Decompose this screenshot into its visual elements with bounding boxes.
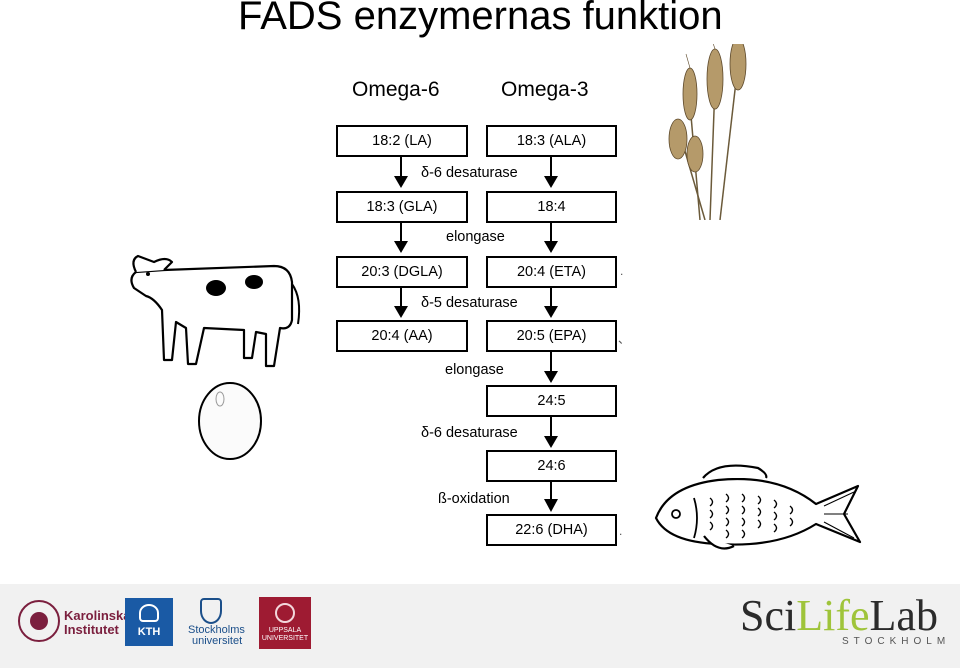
box-24-6: 24:6 — [486, 450, 617, 482]
scilifelab-logo: SciLifeLab — [740, 590, 938, 641]
svg-text:、: 、 — [618, 332, 630, 346]
svg-text:.: . — [619, 524, 622, 538]
side-strip — [840, 44, 960, 584]
egg-icon — [198, 382, 262, 460]
cow-icon — [130, 254, 301, 368]
scilifelab-lab: Lab — [869, 591, 938, 640]
box-eta: 20:4 (ETA) — [486, 256, 617, 288]
kth-logo: KTH — [125, 598, 173, 646]
kth-logo-text: KTH — [137, 626, 161, 638]
box-18-4: 18:4 — [486, 191, 617, 223]
stockholm-logo-line1: Stockholms — [188, 624, 245, 636]
box-aa: 20:4 (AA) — [336, 320, 468, 352]
enzyme-elongase: elongase — [446, 229, 505, 245]
wheat-icon — [668, 44, 747, 220]
box-gla: 18:3 (GLA) — [336, 191, 468, 223]
enzyme-d5-desaturase: δ-5 desaturase — [421, 295, 518, 311]
box-24-5: 24:5 — [486, 385, 617, 417]
enzyme-d6-desaturase: δ-6 desaturase — [421, 165, 518, 181]
slide-title: FADS enzymernas funktion — [238, 0, 723, 38]
uppsala-logo-line1: UPPSALA — [268, 627, 302, 634]
scilifelab-city: STOCKHOLM — [842, 636, 951, 647]
enzyme-beta-oxidation: ß-oxidation — [438, 491, 510, 507]
kth-crown-icon — [139, 604, 159, 622]
uppsala-logo: UPPSALA UNIVERSITET — [259, 597, 311, 649]
box-ala: 18:3 (ALA) — [486, 125, 617, 157]
scilifelab-sci: Sci — [740, 591, 797, 640]
karolinska-logo-line2: Institutet — [64, 622, 119, 637]
enzyme-d6-desaturase-2: δ-6 desaturase — [421, 425, 518, 441]
box-dgla: 20:3 (DGLA) — [336, 256, 468, 288]
box-epa: 20:5 (EPA) — [486, 320, 617, 352]
omega6-header: Omega-6 — [352, 78, 440, 101]
scilifelab-life: Life — [796, 591, 870, 640]
karolinska-logo-line1: Karolinska — [64, 608, 131, 623]
enzyme-elongase-2: elongase — [445, 362, 504, 378]
fish-icon — [654, 464, 862, 550]
box-la: 18:2 (LA) — [336, 125, 468, 157]
stockholm-logo-line2: universitet — [192, 635, 243, 647]
box-dha: 22:6 (DHA) — [486, 514, 617, 546]
svg-text:.: . — [620, 264, 623, 278]
karolinska-seal-icon — [18, 600, 60, 642]
uppsala-logo-line2: UNIVERSITET — [261, 635, 309, 642]
uppsala-seal-icon — [275, 603, 295, 623]
omega3-header: Omega-3 — [501, 78, 589, 101]
stockholm-crest-icon — [200, 598, 222, 624]
